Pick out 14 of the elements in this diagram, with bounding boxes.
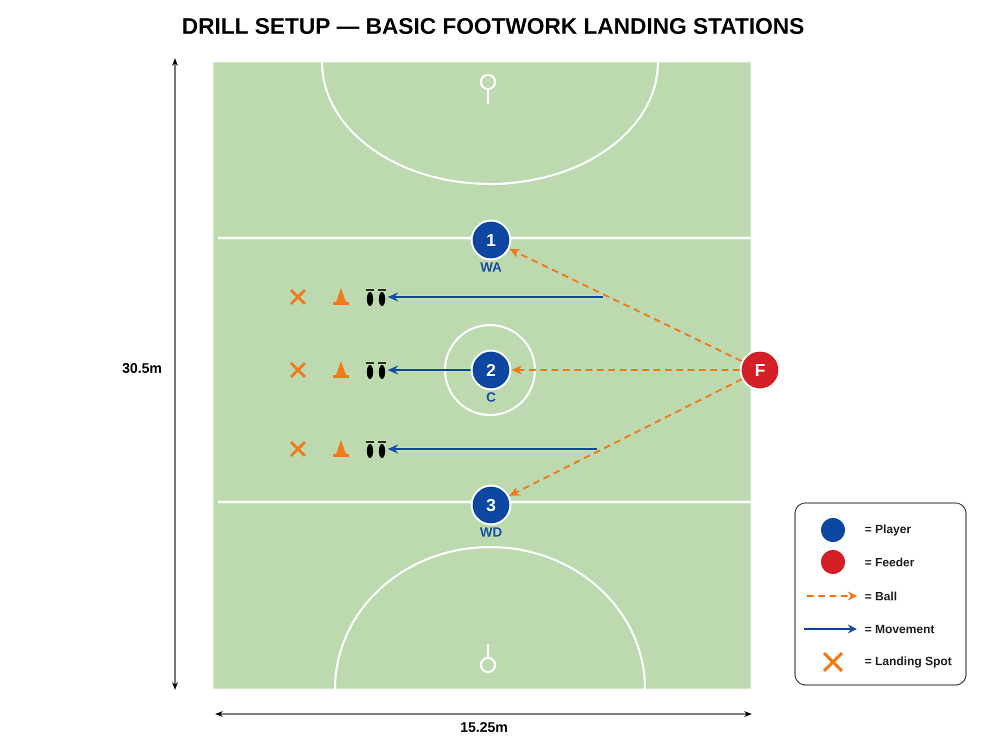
- title: DRILL SETUP — BASIC FOOTWORK LANDING STATIONS: [183, 18, 804, 34]
- position-label: WD: [480, 527, 502, 537]
- legend-label: = Player: [865, 524, 911, 536]
- legend-label: = Ball: [865, 592, 896, 600]
- dimension-label: 15.25m: [461, 722, 507, 732]
- legend-label: = Landing Spot: [865, 656, 952, 668]
- footprints-icon: [366, 362, 386, 379]
- footprints-icon: [366, 441, 386, 458]
- legend-label: = Feeder: [865, 558, 914, 566]
- dimension-label: 30.5m: [122, 363, 161, 373]
- legend-label: = Movement: [865, 624, 934, 634]
- position-label: C: [486, 392, 496, 402]
- position-label: WA: [480, 262, 502, 272]
- footprints-icon: [366, 289, 386, 306]
